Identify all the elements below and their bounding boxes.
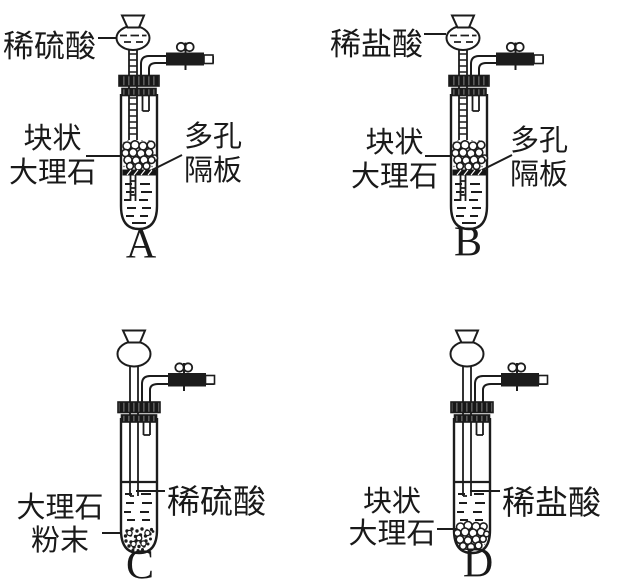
label-a-plate-line1: 多孔 [184, 121, 243, 153]
setup-d-marble-lumps [453, 520, 491, 552]
label-a-acid: 稀硫酸 [3, 29, 96, 64]
leader-a-plate [151, 154, 183, 171]
setup-b-apparatus [445, 14, 545, 231]
label-d-acid: 稀盐酸 [502, 486, 601, 522]
label-b-solid: 块状 大理石 [347, 126, 442, 194]
label-a-solid: 块状 大理石 [5, 122, 100, 190]
label-b-acid: 稀盐酸 [330, 27, 423, 62]
label-b-plate: 多孔 隔板 [510, 124, 568, 192]
label-a-solid-line1: 块状 [23, 123, 82, 155]
label-c-solid-line2: 粉末 [30, 525, 89, 557]
label-a-plate-line2: 隔板 [184, 155, 243, 187]
label-b-solid-line1: 块状 [365, 127, 424, 159]
setup-b-letter: B [453, 219, 483, 266]
setup-c-letter: C [125, 542, 155, 585]
label-a-solid-line2: 大理石 [8, 157, 96, 189]
setup-a-letter: A [125, 221, 157, 268]
label-d-solid: 块状 大理石 [346, 486, 438, 550]
setup-c-marble-powder [123, 527, 155, 552]
label-d-solid-line2: 大理石 [348, 518, 436, 550]
label-d-solid-line1: 块状 [362, 486, 421, 518]
label-b-solid-line2: 大理石 [350, 161, 438, 193]
label-c-acid: 稀硫酸 [167, 485, 266, 521]
label-c-solid-line1: 大理石 [16, 492, 104, 524]
label-b-plate-line2: 隔板 [510, 159, 569, 191]
setup-d-letter: D [462, 540, 494, 585]
label-b-plate-line1: 多孔 [510, 125, 569, 157]
label-a-plate: 多孔 隔板 [184, 120, 242, 188]
label-c-solid: 大理石 粉末 [14, 492, 106, 558]
leader-b-plate [481, 154, 513, 171]
